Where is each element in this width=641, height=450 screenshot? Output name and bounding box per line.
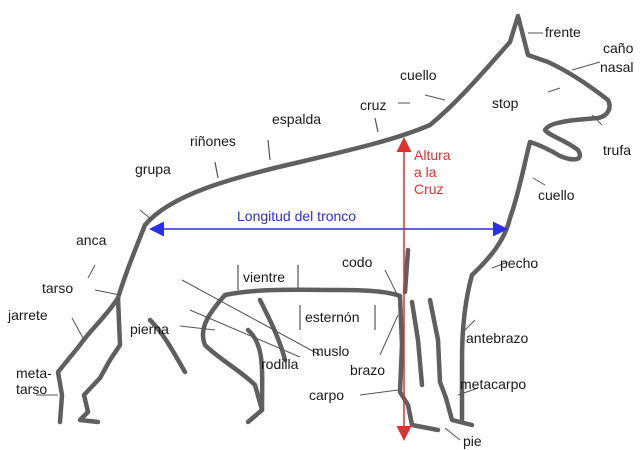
label-espalda: espalda: [272, 111, 321, 127]
label-rodilla: rodilla: [261, 356, 299, 372]
label-frente: frente: [545, 24, 581, 40]
label-vientre: vientre: [243, 269, 285, 285]
labels: frente caño nasal cuello stop trufa cruz…: [7, 24, 634, 449]
front-leg-far: [405, 250, 422, 385]
label-cuello-side: cuello: [538, 187, 575, 203]
label-grupa: grupa: [135, 161, 171, 177]
label-altura-1: Altura: [414, 147, 451, 163]
chest-outline: [462, 275, 472, 420]
label-pecho: pecho: [500, 255, 538, 271]
label-tarso: tarso: [42, 280, 73, 296]
label-carpo: carpo: [309, 387, 344, 403]
label-brazo: brazo: [350, 362, 385, 378]
belly-outline: [225, 290, 400, 296]
label-longitud: Longitud del tronco: [237, 208, 356, 224]
label-pie: pie: [463, 433, 482, 449]
label-cano: caño: [603, 40, 634, 56]
label-altura-3: Cruz: [414, 181, 444, 197]
label-cuello-top: cuello: [400, 67, 437, 83]
label-rinones: riñones: [190, 133, 236, 149]
label-antebrazo: antebrazo: [466, 330, 528, 346]
label-codo: codo: [342, 254, 373, 270]
label-altura-2: a la: [414, 164, 437, 180]
label-tarso2: tarso: [16, 381, 47, 397]
label-pierna: pierna: [130, 321, 169, 337]
label-cruz: cruz: [360, 97, 386, 113]
label-meta: meta-: [16, 365, 52, 381]
label-trufa: trufa: [603, 142, 631, 158]
label-nasal: nasal: [600, 59, 633, 75]
label-jarrete: jarrete: [7, 307, 48, 323]
label-stop: stop: [492, 95, 519, 111]
label-metacarpo: metacarpo: [460, 376, 526, 392]
label-muslo: muslo: [312, 343, 350, 359]
label-anca: anca: [76, 232, 107, 248]
label-esternon: esternón: [305, 309, 359, 325]
